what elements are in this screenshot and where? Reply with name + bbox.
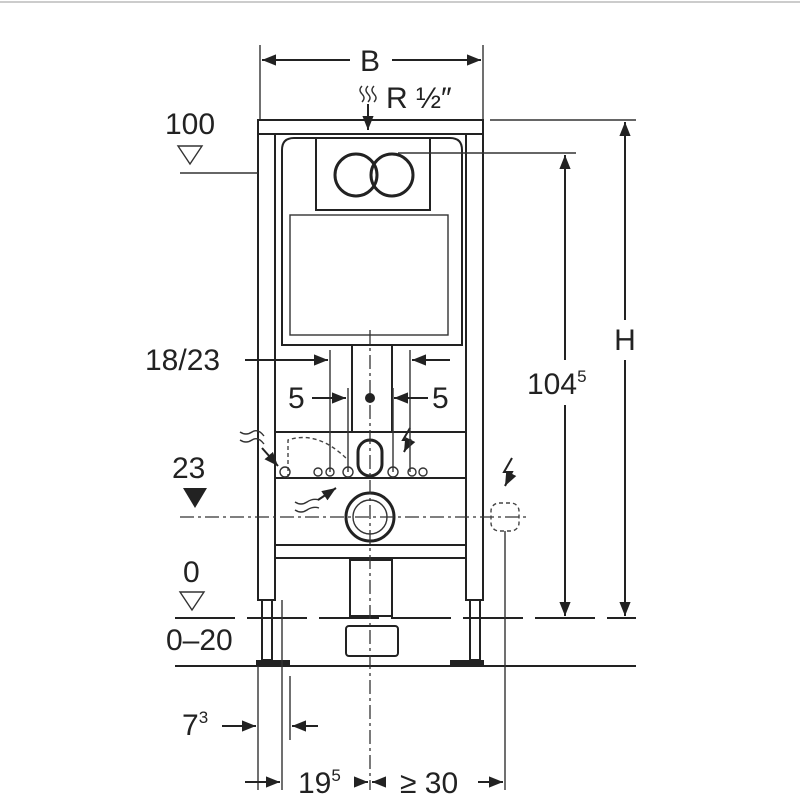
pipe-width-dimension: 18/23 xyxy=(145,344,450,472)
level-23: 23 xyxy=(172,452,207,508)
flush-height-dimension: 1045 xyxy=(398,152,587,616)
level-0: 0 0–20 xyxy=(166,556,233,657)
cistern xyxy=(289,214,449,336)
wall-gap-label: 73 xyxy=(182,708,208,742)
water-supply: R ½″ xyxy=(359,82,452,130)
flush-button xyxy=(369,152,415,198)
drain-level-label: 23 xyxy=(172,452,205,485)
drain-depth-label: 195 xyxy=(298,766,341,800)
electric-socket xyxy=(401,427,520,790)
height-label: H xyxy=(614,324,636,357)
flush-plate xyxy=(315,137,431,211)
water-inlet-icon xyxy=(239,429,265,445)
level-100: 100 xyxy=(165,108,258,174)
offset-dimension: 5 5 xyxy=(288,382,449,472)
water-supply-icon xyxy=(359,85,377,103)
flush-height-label: 1045 xyxy=(527,367,587,401)
water-supply-label: R ½″ xyxy=(386,82,452,115)
height-dimension: H xyxy=(490,119,636,616)
electric-icon xyxy=(502,457,517,487)
water-inlet-icon xyxy=(294,498,320,513)
pipe-width-label: 18/23 xyxy=(145,344,220,377)
level-triangle-icon xyxy=(176,145,204,166)
width-label: B xyxy=(360,45,380,78)
flush-button xyxy=(333,152,379,198)
floor-level-label: 0 xyxy=(183,556,200,589)
width-dimension: B xyxy=(259,45,484,120)
socket-distance-label: ≥ 30 xyxy=(400,767,458,800)
offset-right-label: 5 xyxy=(432,382,449,415)
offset-left-label: 5 xyxy=(288,382,305,415)
top-level-label: 100 xyxy=(165,108,215,141)
bottom-dimensions: 73 195 ≥ 30 xyxy=(182,600,503,800)
floor-range-label: 0–20 xyxy=(166,624,233,657)
